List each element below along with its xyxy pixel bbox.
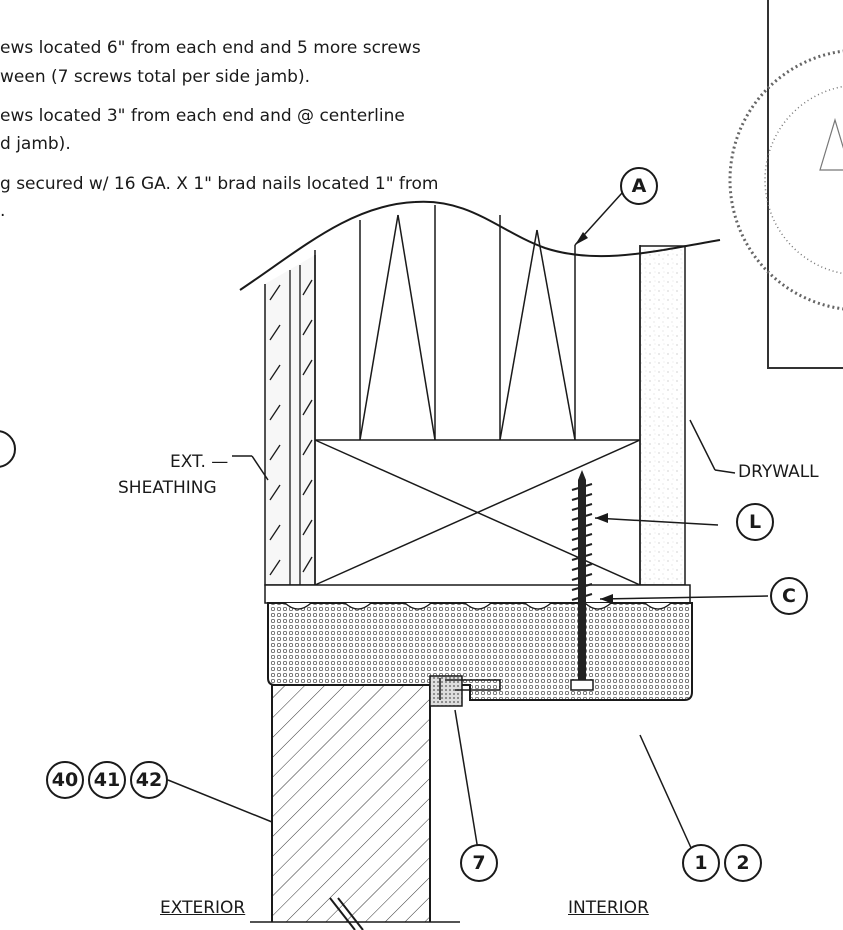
callout-2: 2 (724, 844, 762, 882)
note-line: ews located 6" from each end and 5 more … (0, 38, 421, 58)
shim-strip (264, 584, 691, 604)
note-line: ews located 3" from each end and @ cente… (0, 106, 405, 126)
note-line: d jamb). (0, 134, 71, 154)
drywall-label: DRYWALL (738, 462, 819, 482)
callout-1: 1 (682, 844, 720, 882)
ext-sheathing-label-1: EXT. — (170, 452, 229, 472)
door-slab (271, 684, 431, 930)
callout-l: L (736, 503, 774, 541)
wall-studs (314, 205, 641, 586)
weatherstrip (429, 675, 463, 707)
ext-sheathing-label-2: SHEATHING (118, 478, 217, 498)
interior-label: INTERIOR (568, 898, 649, 918)
drywall-layer (639, 245, 686, 586)
screw (570, 470, 594, 691)
callout-41: 41 (88, 761, 126, 799)
engineer-seal (728, 0, 843, 369)
note-line: . (0, 201, 6, 221)
callout-a: A (620, 167, 658, 205)
exterior-label: EXTERIOR (160, 898, 246, 918)
exterior-sheathing (264, 255, 316, 586)
note-line: g secured w/ 16 GA. X 1" brad nails loca… (0, 174, 439, 194)
callout-c: C (770, 577, 808, 615)
callout-42: 42 (130, 761, 168, 799)
callout-7: 7 (460, 844, 498, 882)
note-line: ween (7 screws total per side jamb). (0, 67, 310, 87)
callout-40: 40 (46, 761, 84, 799)
